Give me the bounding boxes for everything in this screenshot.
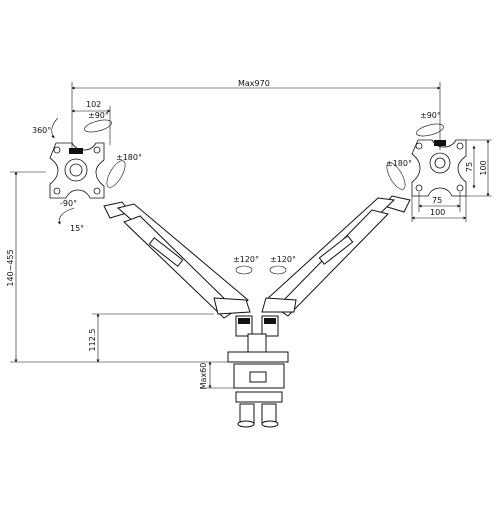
left-swivel-label: ±90° bbox=[88, 111, 109, 120]
height-range-label: 140~455 bbox=[6, 249, 15, 286]
left-swivel-indicator: ±90° bbox=[84, 111, 112, 133]
right-vesa-width-dimension: 75 bbox=[418, 192, 461, 212]
right-plate-width-dimension: 100 bbox=[411, 196, 467, 222]
right-plate-width-label: 100 bbox=[430, 208, 445, 217]
left-lower-tilt-indicator: -90° 15° bbox=[57, 199, 84, 233]
left-tilt-label: ±180° bbox=[116, 153, 142, 162]
arm-right-pivot-label: ±120° bbox=[270, 255, 296, 264]
right-swivel-indicator: ±90° bbox=[416, 111, 444, 137]
right-arm bbox=[261, 195, 411, 317]
max-reach-label: Max970 bbox=[238, 79, 270, 88]
left-lower-tilt-up-label: -90° bbox=[60, 199, 77, 208]
arm-left-pivot-label: ±120° bbox=[233, 255, 259, 264]
left-lower-tilt-down-label: 15° bbox=[70, 224, 84, 233]
arm-base-height-label: 112.5 bbox=[88, 329, 97, 352]
height-range-dimension: 140~455 bbox=[6, 171, 228, 363]
left-arm bbox=[103, 201, 251, 319]
left-plate-width-dimension: 102 bbox=[71, 100, 111, 145]
left-tilt-indicator: ±180° bbox=[106, 153, 142, 188]
arm-base-height-dimension: 112.5 bbox=[88, 313, 214, 363]
left-rotate-indicator: 360° bbox=[32, 117, 59, 139]
pole-and-clamp bbox=[227, 315, 289, 428]
right-vesa-height-label: 75 bbox=[465, 162, 474, 172]
left-plate-width-label: 102 bbox=[86, 100, 101, 109]
left-rotate-label: 360° bbox=[32, 126, 51, 135]
right-vesa-width-label: 75 bbox=[432, 196, 442, 205]
right-plate-height-label: 100 bbox=[479, 160, 488, 175]
right-tilt-label: ±180° bbox=[386, 159, 412, 168]
arm-right-pivot-indicator: ±120° bbox=[269, 255, 296, 275]
right-swivel-label: ±90° bbox=[420, 111, 441, 120]
right-plate-height-dimension: 100 bbox=[466, 139, 492, 197]
right-vesa-height-dimension: 75 bbox=[465, 145, 476, 189]
max-reach-dimension: Max970 bbox=[71, 79, 441, 150]
left-vesa-plate bbox=[49, 142, 105, 199]
clamp-max-dimension: Max60 bbox=[199, 361, 236, 390]
clamp-max-label: Max60 bbox=[199, 363, 208, 390]
right-vesa-plate bbox=[411, 139, 467, 197]
arm-left-pivot-indicator: ±120° bbox=[233, 255, 259, 275]
right-tilt-indicator: ±180° bbox=[386, 159, 412, 190]
